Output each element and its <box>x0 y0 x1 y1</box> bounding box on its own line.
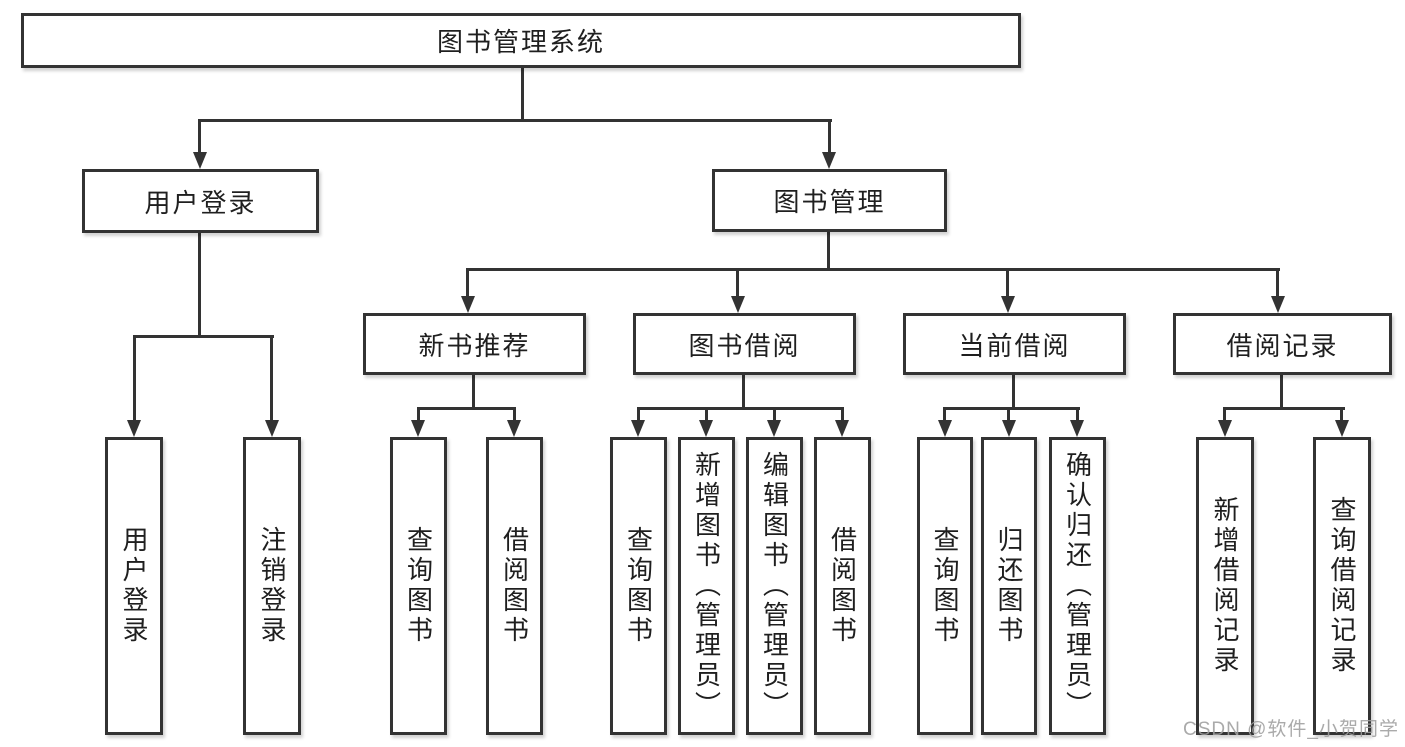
leaf-label: 查询图书 <box>403 526 434 646</box>
leaf-label: 新增图书（管理员） <box>691 451 722 721</box>
edge-line <box>943 407 1080 410</box>
arrow-down-icon <box>1271 296 1285 313</box>
edge-line <box>466 268 469 299</box>
node-library-management-system: 图书管理系统 <box>21 13 1021 68</box>
node-label: 当前借阅 <box>958 330 1071 361</box>
leaf-add-borrow-record: 新增借阅记录 <box>1196 437 1254 735</box>
edge-line <box>198 233 201 338</box>
node-user-login: 用户登录 <box>82 169 319 233</box>
edge-line <box>841 407 844 423</box>
leaf-query-books: 查询图书 <box>610 437 667 735</box>
edge-line <box>943 407 946 423</box>
node-book-borrow: 图书借阅 <box>633 313 856 375</box>
edge-line <box>1280 375 1283 410</box>
edge-line <box>637 407 844 410</box>
leaf-edit-books-admin: 编辑图书（管理员） <box>746 437 803 735</box>
leaf-label: 用户登录 <box>119 526 149 646</box>
leaf-query-borrow-record: 查询借阅记录 <box>1313 437 1371 735</box>
arrow-down-icon <box>938 420 952 437</box>
node-label: 图书管理 <box>773 187 886 217</box>
node-label: 借阅记录 <box>1226 330 1339 361</box>
node-book-management: 图书管理 <box>712 169 947 232</box>
arrow-down-icon <box>631 420 645 437</box>
edge-line <box>1276 268 1279 299</box>
arrow-down-icon <box>835 420 849 437</box>
edge-line <box>513 407 516 423</box>
node-label: 新书推荐 <box>418 330 531 361</box>
node-label: 用户登录 <box>144 187 257 218</box>
edge-line <box>1076 407 1079 423</box>
edge-line <box>521 68 524 122</box>
leaf-label: 查询图书 <box>930 526 960 646</box>
leaf-user-login: 用户登录 <box>105 437 163 735</box>
arrow-down-icon <box>265 420 279 437</box>
node-current-borrow: 当前借阅 <box>903 313 1126 375</box>
edge-line <box>417 407 516 410</box>
leaf-label: 查询借阅记录 <box>1327 496 1357 676</box>
edge-line <box>1007 407 1010 423</box>
arrow-down-icon <box>1335 420 1349 437</box>
node-new-book-recommend: 新书推荐 <box>363 313 586 375</box>
edge-line <box>198 119 201 155</box>
arrow-down-icon <box>1002 420 1016 437</box>
edge-line <box>466 268 1280 271</box>
leaf-query-books: 查询图书 <box>917 437 973 735</box>
leaf-return-books: 归还图书 <box>981 437 1037 735</box>
csdn-watermark: CSDN @软件_小贺同学 <box>1183 719 1399 740</box>
leaf-borrow-books: 借阅图书 <box>814 437 871 735</box>
arrow-down-icon <box>1070 420 1084 437</box>
leaf-borrow-books: 借阅图书 <box>486 437 543 735</box>
arrow-down-icon <box>411 420 425 437</box>
leaf-query-books: 查询图书 <box>390 437 447 735</box>
leaf-label: 借阅图书 <box>827 526 858 646</box>
arrow-down-icon <box>699 420 713 437</box>
arrow-down-icon <box>1218 420 1232 437</box>
edge-line <box>133 335 136 422</box>
leaf-label: 归还图书 <box>994 526 1024 646</box>
edge-line <box>705 407 708 423</box>
edge-line <box>417 407 420 423</box>
edge-line <box>637 407 640 423</box>
arrow-down-icon <box>507 420 521 437</box>
node-borrow-records: 借阅记录 <box>1173 313 1392 375</box>
leaf-logout: 注销登录 <box>243 437 301 735</box>
leaf-label: 编辑图书（管理员） <box>759 451 790 721</box>
edge-line <box>828 119 831 155</box>
edge-line <box>1006 268 1009 299</box>
node-label: 图书借阅 <box>688 330 801 361</box>
arrow-down-icon <box>193 152 207 169</box>
edge-line <box>472 375 475 410</box>
edge-line <box>198 119 832 122</box>
edge-line <box>773 407 776 423</box>
edge-line <box>1223 407 1226 423</box>
edge-line <box>133 335 274 338</box>
leaf-label: 借阅图书 <box>499 526 530 646</box>
arrow-down-icon <box>461 296 475 313</box>
leaf-label: 注销登录 <box>257 526 287 646</box>
leaf-label: 确认归还（管理员） <box>1062 451 1093 721</box>
edge-line <box>1012 375 1015 410</box>
arrow-down-icon <box>731 296 745 313</box>
node-label: 图书管理系统 <box>436 27 605 57</box>
edge-line <box>742 375 745 410</box>
arrow-down-icon <box>822 152 836 169</box>
arrow-down-icon <box>127 420 141 437</box>
leaf-add-books-admin: 新增图书（管理员） <box>678 437 735 735</box>
arrow-down-icon <box>1001 296 1015 313</box>
leaf-confirm-return-admin: 确认归还（管理员） <box>1049 437 1106 735</box>
leaf-label: 查询图书 <box>623 526 654 646</box>
edge-line <box>1223 407 1345 410</box>
edge-line <box>1340 407 1343 423</box>
edge-line <box>270 335 273 422</box>
arrow-down-icon <box>767 420 781 437</box>
edge-line <box>736 268 739 299</box>
leaf-label: 新增借阅记录 <box>1210 496 1240 676</box>
edge-line <box>827 232 830 271</box>
